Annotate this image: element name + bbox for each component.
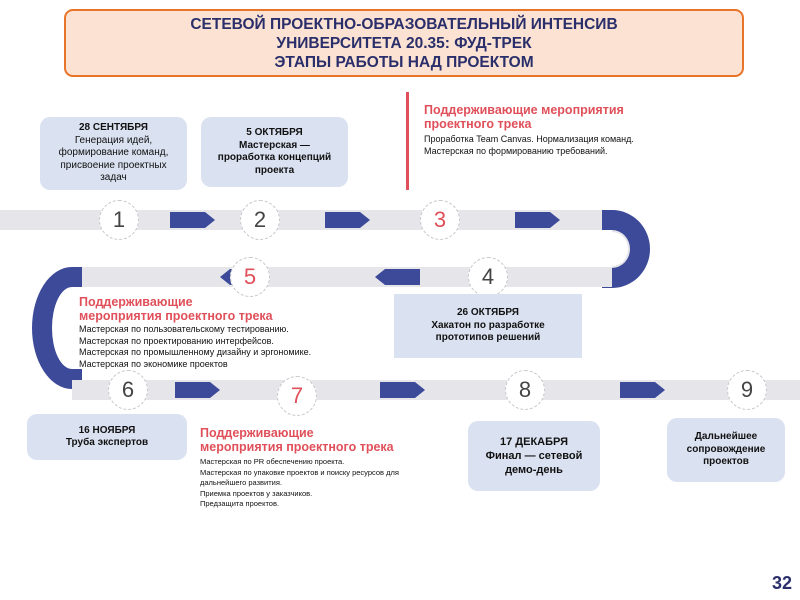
flow-arrow — [325, 212, 370, 228]
support-5-heading: Поддерживающие мероприятия проектного тр… — [79, 295, 273, 323]
flow-arrow — [620, 382, 665, 398]
support-5-list: Мастерская по пользовательскому тестиров… — [79, 324, 311, 370]
track-row-2 — [72, 267, 612, 287]
stage-8-circle: 8 — [505, 370, 545, 410]
stage-6-date: 16 НОЯБРЯ — [78, 424, 136, 436]
support-3-heading-line-2: проектного трека — [424, 117, 532, 131]
stage-7-circle: 7 — [277, 376, 317, 416]
support-7-item: Мастерская по PR обеспечению проекта. — [200, 457, 345, 466]
stage-2-date: 5 ОКТЯБРЯ — [246, 127, 303, 138]
support-3-item: Проработка Team Canvas. Нормализация ком… — [424, 134, 634, 144]
support-3-item: Мастерская по формированию требований. — [424, 145, 608, 156]
stage-3-circle: 3 — [420, 200, 460, 240]
support-5-item: Мастерская по проектированию интерфейсов… — [79, 335, 274, 346]
stage-5-circle: 5 — [230, 257, 270, 297]
support-5-heading-line-1: Поддерживающие — [79, 295, 193, 309]
stage-9-card: Дальнейшее сопровождение проектов — [667, 418, 785, 482]
stage-4-date: 26 ОКТЯБРЯ — [457, 307, 519, 319]
support-3-list: Проработка Team Canvas. Нормализация ком… — [424, 134, 634, 157]
stage-1-card: 28 СЕНТЯБРЯ Генерация идей, формирование… — [40, 117, 187, 190]
title-box: СЕТЕВОЙ ПРОЕКТНО-ОБРАЗОВАТЕЛЬНЫЙ ИНТЕНСИ… — [64, 9, 744, 77]
stage-6-card: 16 НОЯБРЯ Труба экспертов — [27, 414, 187, 460]
stage-2-circle: 2 — [240, 200, 280, 240]
flow-arrow — [170, 212, 215, 228]
stage-1-text: Генерация идей, формирование команд, при… — [58, 134, 169, 184]
flow-arrow — [380, 382, 425, 398]
page-number: 32 — [771, 573, 792, 593]
stage-1-circle: 1 — [99, 200, 139, 240]
title-line-1: СЕТЕВОЙ ПРОЕКТНО-ОБРАЗОВАТЕЛЬНЫЙ ИНТЕНСИ… — [190, 15, 618, 33]
stage-6-circle: 6 — [108, 370, 148, 410]
stage-6-text: Труба экспертов — [65, 437, 149, 448]
title-line-3: ЭТАПЫ РАБОТЫ НАД ПРОЕКТОМ — [274, 53, 534, 71]
stage-4-circle: 4 — [468, 257, 508, 297]
support-7-item: Предзащита проектов. — [200, 499, 280, 508]
turn-arrow-left — [32, 267, 82, 389]
flow-arrow — [375, 269, 420, 285]
support-5-item: Мастерская по пользовательскому тестиров… — [79, 324, 289, 334]
stage-9-circle: 9 — [727, 370, 767, 410]
turn-arrow-right — [602, 210, 650, 288]
stage-8-card: 17 ДЕКАБРЯ Финал — сетевой демо-день — [468, 421, 600, 491]
support-3-heading-line-1: Поддерживающие мероприятия — [424, 103, 624, 117]
stage-2-card: 5 ОКТЯБРЯ Мастерская — проработка концеп… — [201, 117, 348, 187]
support-7-heading-line-2: мероприятия проектного трека — [200, 440, 394, 454]
track-row-3 — [72, 380, 800, 400]
support-7-item: Мастерская по упаковке проектов и поиску… — [200, 467, 399, 477]
flow-arrow — [175, 382, 220, 398]
support-7-heading: Поддерживающие мероприятия проектного тр… — [200, 426, 394, 454]
stage-9-text: Дальнейшее сопровождение проектов — [686, 431, 766, 468]
flow-arrow — [515, 212, 560, 228]
stage-8-text: Финал — сетевой демо-день — [485, 450, 583, 476]
stage-4-text: Хакатон по разработке прототипов решений — [431, 319, 545, 344]
support-5-heading-line-2: мероприятия проектного трека — [79, 309, 273, 323]
support-7-list: Мастерская по PR обеспечению проекта. Ма… — [200, 457, 399, 510]
support-7-item: дальнейшего развития. — [200, 478, 282, 487]
support-3-heading: Поддерживающие мероприятия проектного тр… — [424, 103, 624, 131]
support-5-item: Мастерская по промышленному дизайну и эр… — [79, 347, 312, 357]
support-7-item: Приемка проектов у заказчиков. — [200, 488, 313, 498]
stage-1-date: 28 СЕНТЯБРЯ — [79, 122, 148, 134]
stage-8-date: 17 ДЕКАБРЯ — [500, 436, 568, 448]
support-7-heading-line-1: Поддерживающие — [200, 426, 314, 440]
divider-line — [406, 92, 409, 190]
stage-4-card: 26 ОКТЯБРЯ Хакатон по разработке прототи… — [394, 294, 582, 358]
stage-2-text: Мастерская — проработка концепций проект… — [217, 139, 332, 176]
support-5-item: Мастерская по экономике проектов — [79, 358, 228, 369]
title-line-2: УНИВЕРСИТЕТА 20.35: ФУД-ТРЕК — [276, 34, 532, 52]
